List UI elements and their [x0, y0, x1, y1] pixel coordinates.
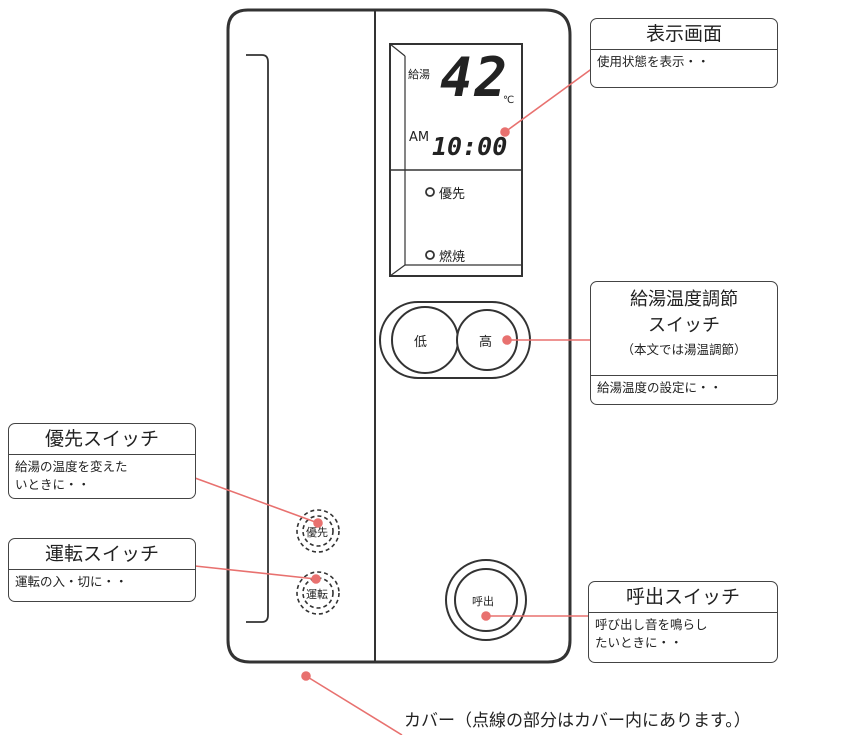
callout-run-title: 運転スイッチ [9, 539, 195, 570]
priority-switch[interactable]: 優先 [306, 526, 328, 539]
leader-cover [305, 675, 403, 735]
callout-temp-title-1: 給湯温度調節 [630, 289, 738, 310]
callout-display-text: 使用状態を表示・・ [597, 54, 710, 69]
callout-temp-text: 給湯温度の設定に・・ [597, 380, 723, 395]
priority-switch-outer [296, 509, 340, 553]
high-button[interactable]: 高 [479, 335, 493, 350]
callout-priority-text-2: いときに・・ [15, 477, 91, 493]
burn-indicator-icon [425, 250, 435, 260]
callout-priority-title: 優先スイッチ [9, 424, 195, 455]
callout-priority: 優先スイッチ 給湯の温度を変えた いときに・・ [8, 423, 196, 499]
callout-temp: 給湯温度調節 スイッチ （本文では湯温調節） 給湯温度の設定に・・ [590, 281, 778, 405]
low-button[interactable]: 低 [414, 335, 428, 350]
callout-run-text: 運転の入・切に・・ [15, 574, 128, 589]
leader-run [194, 565, 317, 580]
callout-temp-title-2: スイッチ [648, 315, 720, 336]
callout-call-text-1: 呼び出し音を鳴らし [595, 617, 708, 632]
callout-priority-text-1: 給湯の温度を変えた [15, 459, 128, 474]
burn-indicator-label: 燃焼 [439, 250, 466, 265]
leader-priority [194, 477, 319, 524]
display-time: 10:00 [432, 132, 508, 161]
priority-switch-inner [302, 515, 334, 547]
cover-edge [246, 54, 269, 623]
priority-indicator-label: 優先 [439, 187, 466, 202]
display-am: AM [409, 130, 430, 145]
leader-display [504, 64, 598, 133]
run-switch-outer [296, 571, 340, 615]
display-panel [389, 43, 523, 277]
callout-call: 呼出スイッチ 呼び出し音を鳴らし たいときに・・ [588, 581, 778, 663]
callout-display-title: 表示画面 [591, 19, 777, 50]
callout-call-title: 呼出スイッチ [589, 582, 777, 613]
callout-call-text-2: たいときに・・ [595, 635, 683, 651]
run-switch[interactable]: 運転 [306, 588, 328, 601]
priority-indicator-icon [425, 187, 435, 197]
callout-temp-title-3: （本文では湯温調節） [621, 342, 747, 357]
call-switch[interactable]: 呼出 [472, 595, 494, 608]
display-temperature: 42 [440, 46, 510, 109]
cover-caption: カバー（点線の部分はカバー内にあります。） [404, 711, 751, 731]
callout-run: 運転スイッチ 運転の入・切に・・ [8, 538, 196, 602]
display-kyuto-label: 給湯 [408, 68, 430, 81]
display-unit: ℃ [503, 95, 515, 106]
callout-display: 表示画面 使用状態を表示・・ [590, 18, 778, 88]
